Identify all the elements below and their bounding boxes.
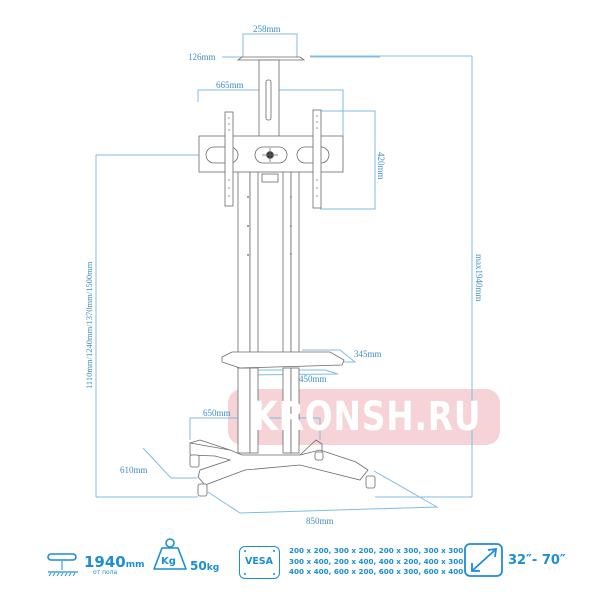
height-from-floor-icon	[47, 553, 78, 577]
dim-mount-height: 420mm	[376, 152, 386, 180]
vesa-line: 200 x 200, 300 x 200, 200 x 300, 300 x 3…	[289, 546, 464, 555]
dim-middle-shelf-width: 450mm	[299, 374, 327, 384]
dim-mount-width: 665mm	[216, 80, 244, 90]
stand-structure	[189, 56, 376, 497]
diagonal-arrow-icon	[464, 543, 503, 577]
dim-top-shelf-depth: 126mm	[188, 52, 216, 62]
height-value: 1940mm	[84, 553, 145, 571]
watermark-text: KRONSH.RU	[252, 394, 482, 440]
dim-middle-shelf-depth: 345mm	[354, 349, 382, 359]
vesa-line: 300 x 400, 200 x 400, 400 x 200, 400 x 3…	[289, 556, 464, 566]
dim-base-inner-width: 650mm	[203, 408, 231, 418]
load-value: 50kg	[190, 559, 220, 573]
vesa-patterns: 200 x 200, 300 x 200, 200 x 300, 300 x 3…	[289, 546, 463, 578]
vesa-icon-label: VESA	[244, 556, 274, 567]
dim-base-depth: 610mm	[120, 465, 148, 475]
height-note: от пола	[93, 569, 118, 576]
vesa-icon: VESA	[239, 546, 280, 579]
watermark-background	[228, 389, 500, 445]
weight-icon-label: Kg	[161, 556, 176, 567]
dim-center-heights: 1110mm/1240mm/1370mm/1500mm	[84, 261, 94, 389]
weight-kg-icon	[153, 538, 187, 570]
dimension-lines	[95, 33, 473, 514]
dim-top-shelf-width: 258mm	[253, 24, 281, 34]
vesa-line: 400 x 400, 600 x 200, 600 x 300, 600 x 4…	[289, 567, 464, 576]
rail-holes	[228, 115, 318, 256]
dim-base-width: 850mm	[306, 516, 334, 526]
dim-max-height: max1940mm	[474, 254, 484, 302]
screen-size-value: 32″- 70″	[508, 553, 566, 568]
